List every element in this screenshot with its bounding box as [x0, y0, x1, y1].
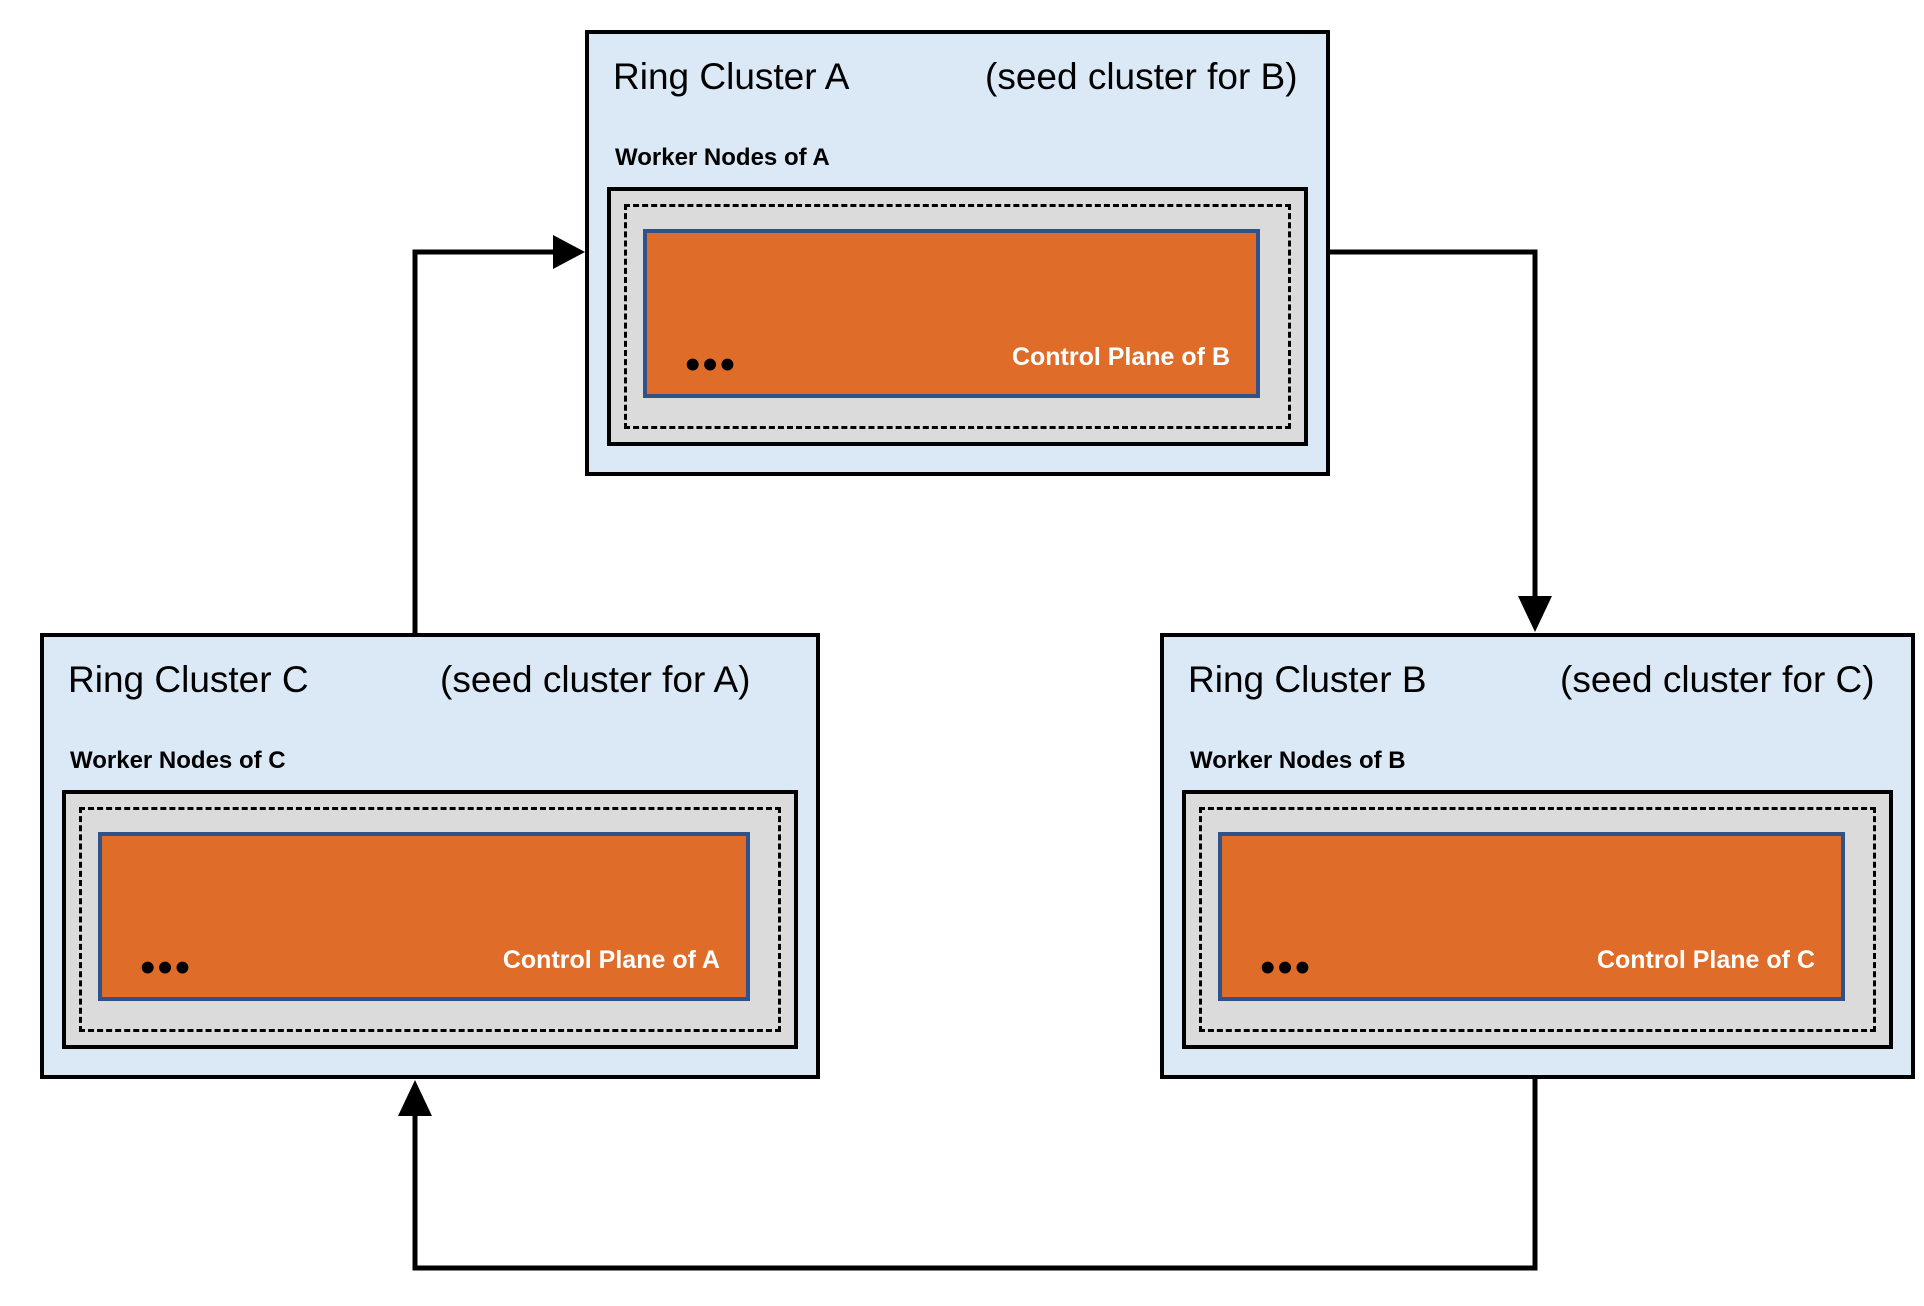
cluster-b-worker-nodes-box: ••• Control Plane of C	[1182, 790, 1893, 1049]
cluster-c-name: Ring Cluster C	[68, 659, 309, 700]
cluster-b-control-plane-label: Control Plane of C	[1596, 946, 1815, 974]
cluster-b-hosted-control-plane: ••• Control Plane of C	[1218, 832, 1845, 1001]
cluster-c-worker-nodes-label: Worker Nodes of C	[70, 747, 286, 774]
cluster-c-control-plane-label: Control Plane of A	[502, 946, 720, 974]
cluster-b-name: Ring Cluster B	[1188, 659, 1427, 700]
cluster-a-control-plane-label: Control Plane of B	[1011, 343, 1230, 371]
cluster-a-hosted-control-plane: ••• Control Plane of B	[643, 229, 1260, 398]
cluster-a-name: Ring Cluster A	[613, 56, 850, 97]
cluster-b-title-row: Ring Cluster B (seed cluster for C)	[1188, 659, 1891, 701]
arrow-b-to-c-line	[412, 1079, 1538, 1271]
cluster-a-title-row: Ring Cluster A (seed cluster for B)	[613, 56, 1306, 98]
arrow-c-to-a	[412, 235, 585, 633]
cluster-a-dashed-boundary: ••• Control Plane of B	[624, 204, 1291, 429]
cluster-a-worker-nodes-label: Worker Nodes of A	[615, 144, 830, 171]
cluster-c: Ring Cluster C (seed cluster for A) Work…	[40, 633, 820, 1079]
arrow-c-to-a-line	[412, 249, 556, 633]
cluster-b-seed-note: (seed cluster for C)	[1560, 659, 1875, 700]
arrow-b-to-c	[398, 1079, 1538, 1271]
arrow-c-to-a-head	[553, 235, 585, 269]
cluster-c-dashed-boundary: ••• Control Plane of A	[79, 807, 781, 1032]
arrow-a-to-b	[1330, 249, 1552, 632]
ellipsis-dots: •••	[140, 943, 193, 992]
cluster-b: Ring Cluster B (seed cluster for C) Work…	[1160, 633, 1915, 1079]
cluster-c-hosted-control-plane: ••• Control Plane of A	[98, 832, 750, 1001]
cluster-a-worker-nodes-box: ••• Control Plane of B	[607, 187, 1308, 446]
arrow-a-to-b-line	[1330, 249, 1538, 600]
ellipsis-dots: •••	[685, 340, 738, 389]
cluster-c-seed-note: (seed cluster for A)	[440, 659, 751, 700]
cluster-c-title-row: Ring Cluster C (seed cluster for A)	[68, 659, 796, 701]
arrow-b-to-c-head	[398, 1080, 432, 1116]
cluster-b-dashed-boundary: ••• Control Plane of C	[1199, 807, 1876, 1032]
cluster-a-seed-note: (seed cluster for B)	[985, 56, 1298, 97]
cluster-c-worker-nodes-box: ••• Control Plane of A	[62, 790, 798, 1049]
arrow-a-to-b-head	[1518, 596, 1552, 632]
ellipsis-dots: •••	[1260, 943, 1313, 992]
cluster-b-worker-nodes-label: Worker Nodes of B	[1190, 747, 1406, 774]
cluster-a: Ring Cluster A (seed cluster for B) Work…	[585, 30, 1330, 476]
